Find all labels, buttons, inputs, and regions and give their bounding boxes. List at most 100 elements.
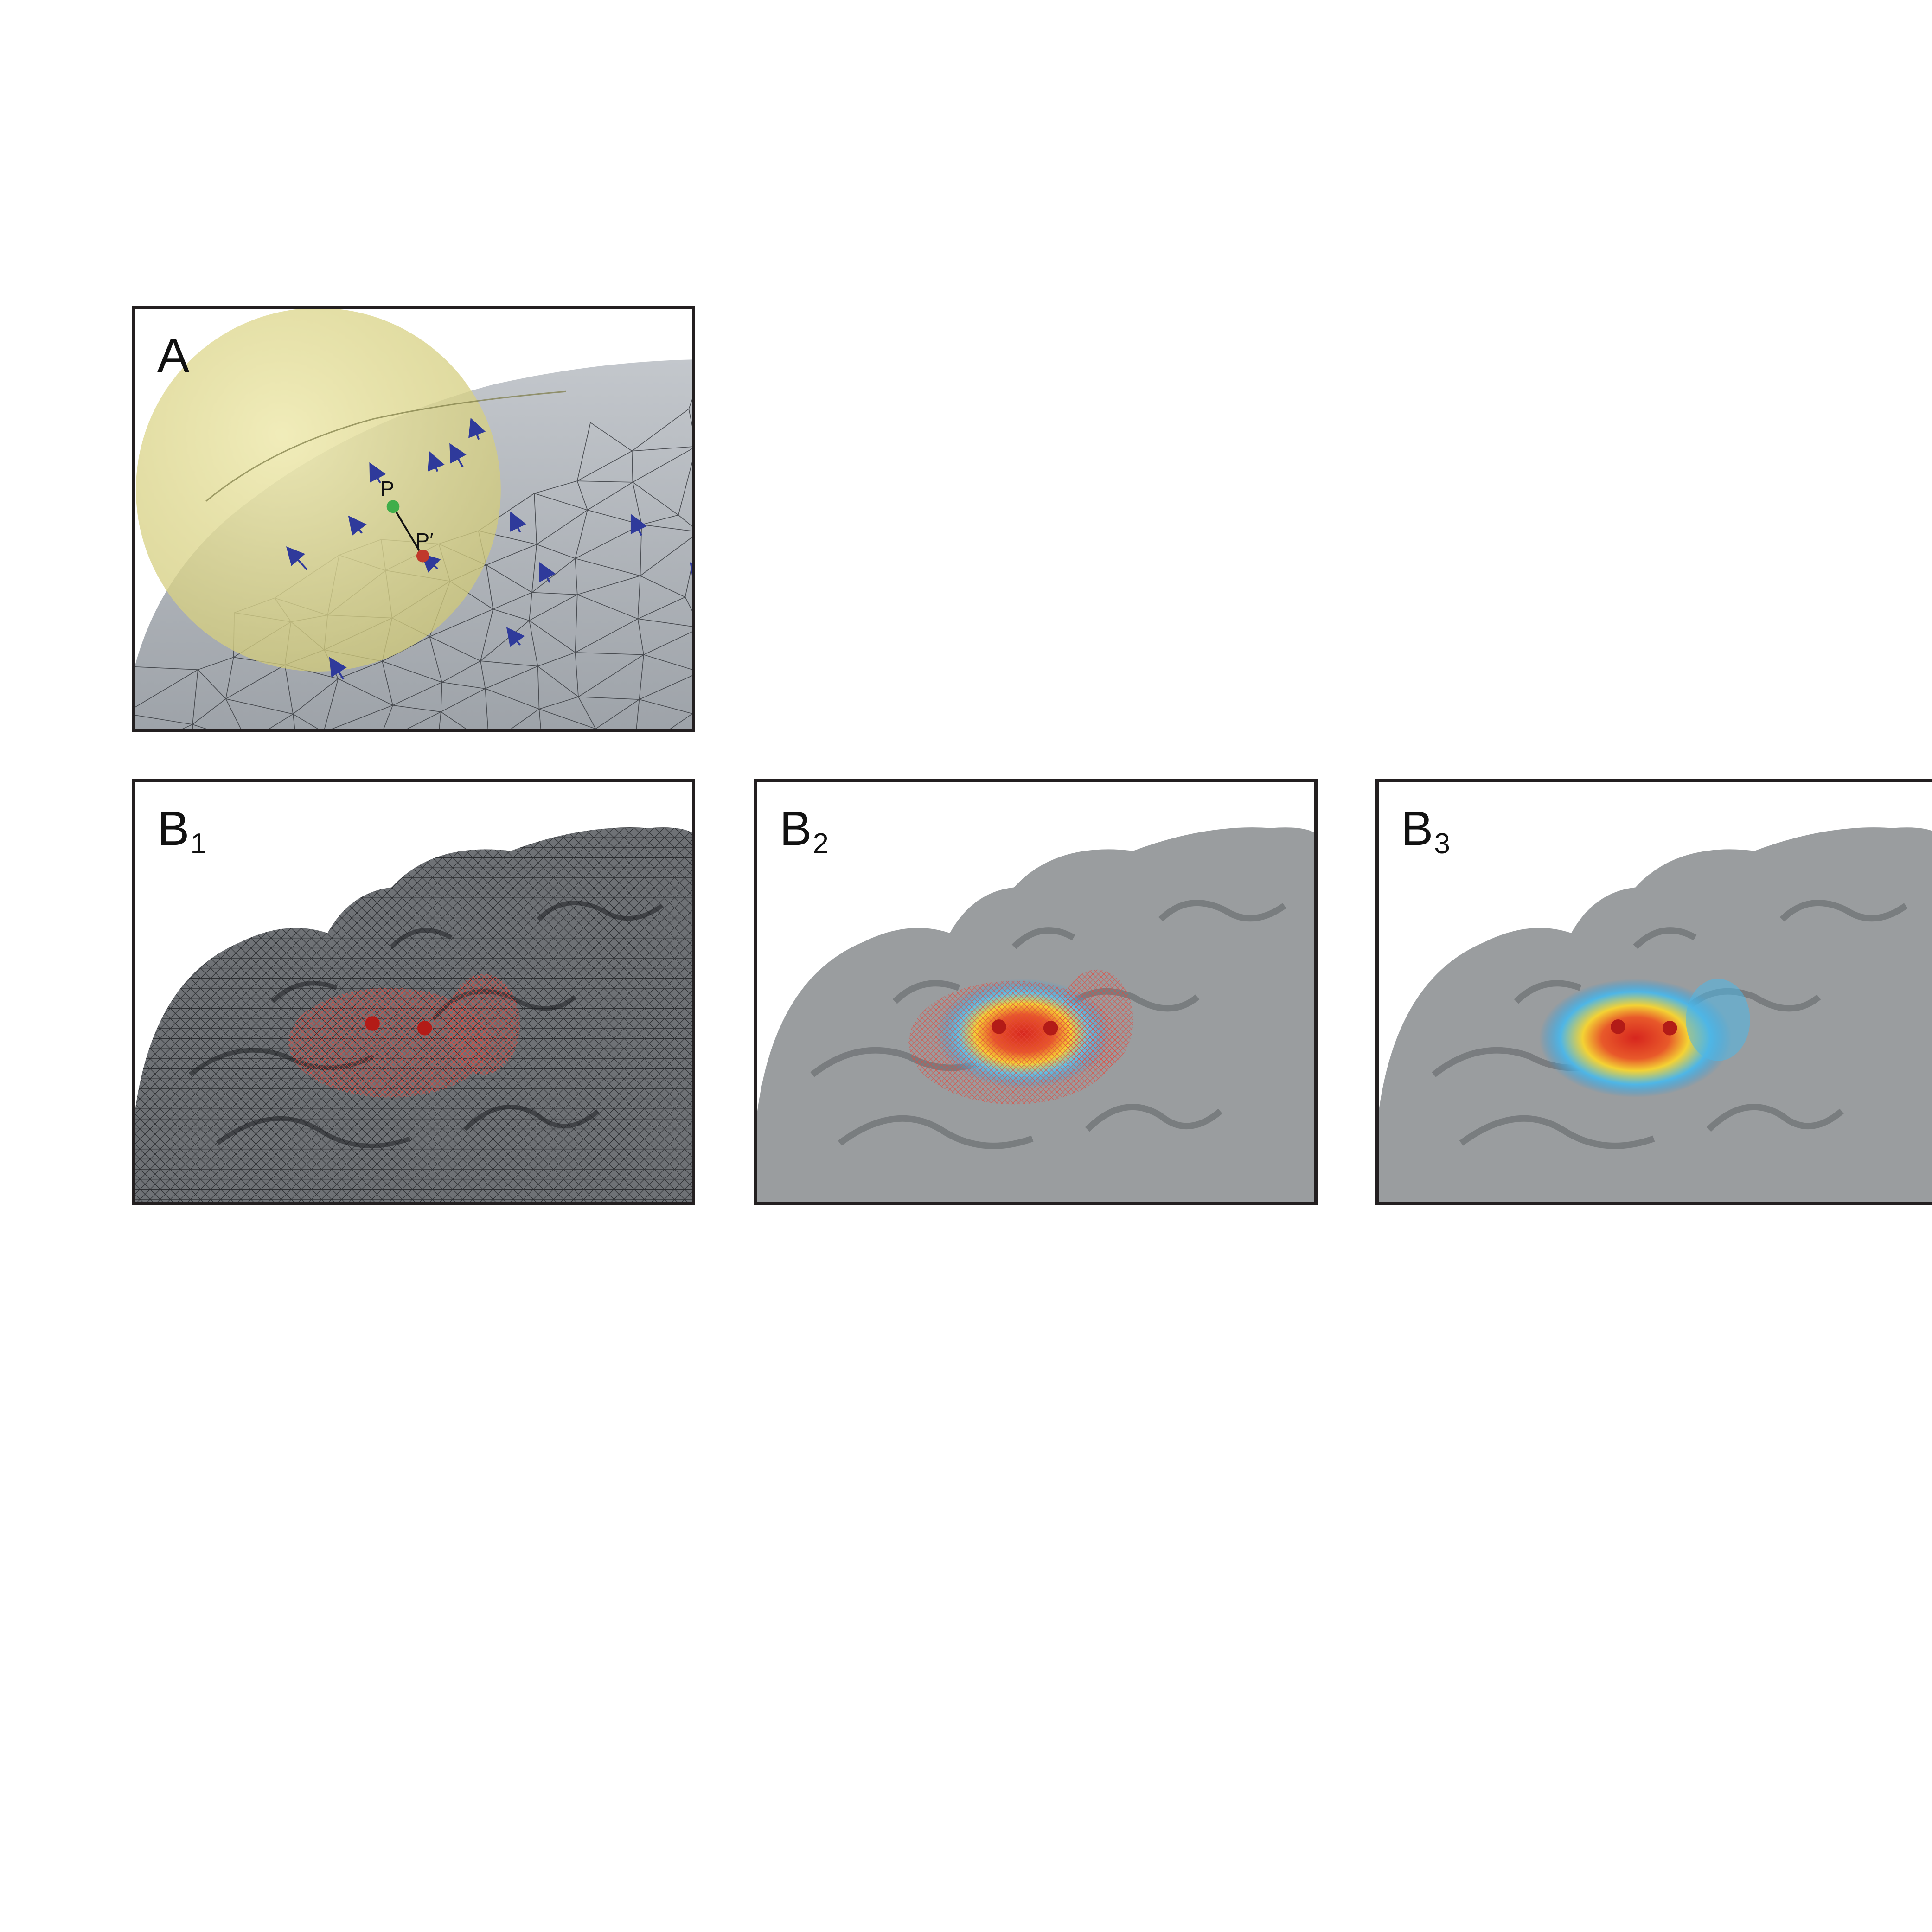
mesh-edge <box>135 669 198 708</box>
mesh-edge <box>486 565 493 609</box>
mesh-edge <box>486 544 537 566</box>
mesh-edge <box>643 631 692 655</box>
mesh-edge <box>643 654 692 670</box>
mesh-edge <box>632 451 633 482</box>
panel-a-label: A <box>157 329 190 383</box>
mesh-edge <box>641 524 692 531</box>
mesh-edge <box>529 620 538 666</box>
wireframe-brain-illustration <box>135 827 692 1202</box>
mesh-edge <box>575 510 588 559</box>
mesh-edge <box>639 675 692 700</box>
mesh-edge <box>429 636 481 661</box>
mesh-edge <box>576 422 591 481</box>
heatmap-mesh-brain-illustration <box>757 827 1314 1202</box>
mesh-edge <box>638 618 692 627</box>
mesh-edge <box>538 709 541 729</box>
mesh-edge <box>338 678 393 706</box>
mesh-edge <box>198 669 226 699</box>
mesh-edge <box>536 510 588 545</box>
mesh-edge <box>440 682 442 712</box>
mesh-edge <box>284 665 294 714</box>
mesh-edge <box>392 705 441 712</box>
heatmap-brain-illustration <box>1379 827 1932 1202</box>
mesh-edge <box>670 713 692 729</box>
mesh-edge <box>192 724 207 729</box>
mesh-edge <box>382 661 442 683</box>
mesh-edge <box>332 705 393 729</box>
mesh-edge <box>529 592 532 621</box>
mesh-edge <box>486 564 532 593</box>
mesh-edge <box>577 450 633 481</box>
mesh-edge <box>135 715 193 725</box>
mesh-edge <box>529 594 578 621</box>
mesh-edge <box>269 713 294 729</box>
mesh-edge <box>632 448 692 483</box>
mesh-edge <box>641 514 678 525</box>
mesh-edge <box>511 709 539 729</box>
mesh-edge <box>632 409 689 452</box>
mesh-edge <box>578 696 640 700</box>
mesh-edge <box>536 544 576 559</box>
panel-b1-label: B1 <box>157 802 206 860</box>
electrode-1 <box>365 1016 380 1031</box>
mesh-edge <box>493 608 530 621</box>
mesh-edge <box>441 660 481 683</box>
mesh-edge <box>590 422 633 452</box>
electrode-1 <box>1611 1019 1625 1034</box>
mesh-edge <box>577 594 638 620</box>
mesh-edge <box>685 563 692 597</box>
mesh-edge <box>225 665 285 699</box>
mesh-edge <box>293 678 339 715</box>
mesh-edge <box>685 597 692 611</box>
mesh-edge <box>485 688 488 729</box>
mesh-edge <box>485 688 539 710</box>
mesh-edge <box>595 699 640 729</box>
mesh-edge <box>182 724 193 729</box>
electrode-2 <box>1043 1021 1058 1036</box>
p-to-p-prime-line <box>392 506 420 551</box>
mesh-edge <box>575 558 640 576</box>
mesh-edge <box>198 657 234 670</box>
panel-b3-label: B3 <box>1401 802 1450 860</box>
mesh-edge <box>575 558 578 595</box>
red-mesh-region <box>288 988 491 1098</box>
mesh-edge <box>678 461 692 515</box>
mesh-edge <box>575 524 642 559</box>
mesh-edge <box>429 636 442 683</box>
mesh-edge <box>324 678 339 729</box>
mesh-edge <box>578 654 644 697</box>
panel-b3: B3 <box>1375 779 1932 1205</box>
point-p <box>386 500 400 513</box>
mesh-edge <box>534 493 537 544</box>
mesh-edge <box>534 493 588 511</box>
electrode-2 <box>1662 1021 1677 1036</box>
point-p-prime <box>416 549 429 563</box>
mesh-edge <box>480 660 538 667</box>
mesh-edge <box>531 544 537 593</box>
mesh-edge <box>439 711 441 729</box>
mesh-edge <box>529 620 576 653</box>
point-p-prime-label: P′ <box>416 529 434 552</box>
mesh-edge <box>636 699 640 729</box>
mesh-edge <box>493 592 532 610</box>
panel-b1: B1 <box>132 779 695 1205</box>
electrode-2 <box>417 1021 432 1036</box>
mesh-edge <box>293 714 295 729</box>
mesh-edge <box>407 711 441 729</box>
mesh-edge <box>640 575 685 598</box>
mesh-edge <box>429 608 493 637</box>
mesh-edge <box>537 652 576 667</box>
mesh-edge <box>688 399 692 409</box>
sulci-shading <box>188 901 664 1148</box>
mesh-edge <box>688 409 692 427</box>
neighborhood-sphere <box>136 309 501 672</box>
electrode-1 <box>992 1019 1006 1034</box>
mesh-edge <box>480 609 493 661</box>
mesh-edge <box>392 682 442 706</box>
mesh-edge <box>480 661 486 689</box>
mesh-sphere-illustration: P P′ <box>135 309 692 729</box>
mesh-edge <box>225 657 234 699</box>
mesh-edge <box>637 619 644 655</box>
mesh-edge <box>639 699 692 714</box>
mesh-edge <box>632 446 692 452</box>
